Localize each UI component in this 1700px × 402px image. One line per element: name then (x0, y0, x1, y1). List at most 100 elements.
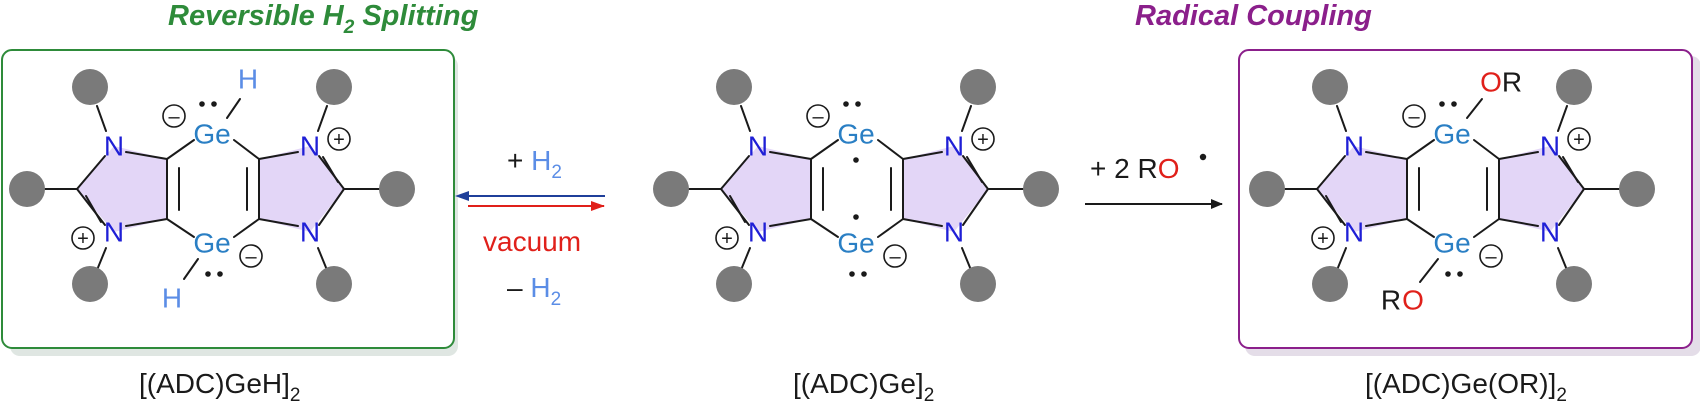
ball-left-c2 (9, 171, 45, 207)
charge-minus-top (1402, 104, 1426, 128)
bond-n-methyl-left-bottom (1336, 247, 1347, 271)
imidazolium-ring-left (1317, 146, 1407, 232)
bond-n-methyl-right-top (961, 105, 972, 132)
bond-c-n-left-bottom (125, 218, 168, 227)
ball-left-bottom (72, 266, 108, 302)
bond-n-methyl-right-top (317, 105, 328, 132)
bond-ge-h-top (226, 98, 241, 119)
lone-pair-bottom-2 (217, 271, 223, 277)
atom-n-left-top: N (1344, 131, 1364, 162)
lone-pair-top-2 (855, 101, 861, 107)
atom-r-top: R (1502, 67, 1522, 98)
bond-c-n-right-bottom (1498, 218, 1539, 227)
atom-n-right-bottom: N (300, 217, 320, 248)
charge-plus-left-sign: + (721, 228, 733, 250)
lone-pair-bottom-2 (861, 271, 867, 277)
atom-ge-top: Ge (1433, 119, 1470, 150)
bond-ge-o-top (1466, 98, 1483, 119)
bond-c2-n-left-top (76, 155, 106, 190)
atom-h-bottom: H (162, 283, 182, 314)
atom-n-right-top: N (300, 131, 320, 162)
bond-n-c-left-top (769, 151, 812, 160)
charge-plus-left (71, 226, 95, 250)
charge-minus-top-sign: – (1408, 106, 1420, 128)
bond-n-methyl-right-top (1557, 105, 1568, 132)
bond-c-n-right-bottom (258, 218, 299, 227)
ball-left-top (1312, 69, 1348, 105)
label-plus-2-ro-radical: + 2 RO (1090, 153, 1179, 184)
atom-o-top: O (1480, 67, 1502, 98)
lone-pair-top-2 (1451, 101, 1457, 107)
bond-n-c2-left-double (729, 195, 746, 223)
imidazolium-ring-left (77, 146, 167, 232)
title-reversible-h2-splitting: Reversible H2 Splitting (168, 0, 479, 38)
bond-ge-c-right-top (233, 139, 260, 160)
ball-right-c2 (1023, 171, 1059, 207)
charge-plus-left (1311, 226, 1335, 250)
bond-n-c2-right-double (966, 156, 983, 183)
atom-ge-bottom: Ge (1433, 228, 1470, 259)
charge-plus-left-sign: + (77, 228, 89, 250)
atom-n-left-top: N (748, 131, 768, 162)
bond-n-methyl-right-bottom (961, 247, 972, 271)
bond-c2-n-right-bottom (962, 188, 989, 226)
label-vacuum: vacuum (483, 226, 581, 257)
imidazolium-ring-right (903, 146, 988, 232)
lone-pair-top-1 (1439, 101, 1445, 107)
charge-minus-bottom (1479, 244, 1503, 268)
atom-n-right-bottom: N (944, 217, 964, 248)
imidazolium-ring-right (259, 146, 344, 232)
atom-n-left-bottom: N (748, 217, 768, 248)
bond-ge-c-left-top (166, 139, 195, 160)
radical-dot-bottom (853, 214, 859, 220)
bond-ge-c-right-top (1473, 139, 1500, 160)
bond-c-n-left-bottom (1365, 218, 1408, 227)
bond-n-methyl-left-bottom (96, 247, 107, 271)
bond-n-c2-right-double (1562, 156, 1579, 183)
bond-c2-n-left-top (720, 155, 750, 190)
bond-n-methyl-left-top (1336, 105, 1347, 132)
charge-minus-bottom-sign: – (1485, 246, 1497, 268)
charge-plus-right (1567, 127, 1591, 151)
atom-n-right-top: N (1540, 131, 1560, 162)
bond-ge-h-bottom (183, 258, 199, 280)
bond-n-c-left-top (125, 151, 168, 160)
atom-n-left-top: N (104, 131, 124, 162)
charge-minus-top (162, 104, 186, 128)
atom-ge-top: Ge (193, 119, 230, 150)
bond-ge-c-left-bottom (1406, 218, 1435, 238)
charge-minus-bottom (883, 244, 907, 268)
ball-right-bottom (316, 266, 352, 302)
charge-minus-bottom-sign: – (889, 246, 901, 268)
bond-n-methyl-left-top (96, 105, 107, 132)
bond-c2-n-right-bottom (318, 188, 345, 226)
title-radical-coupling: Radical Coupling (1135, 0, 1372, 32)
ball-right-bottom (960, 266, 996, 302)
bond-ge-o-bottom (1419, 258, 1439, 283)
bond-ge-c-right-bottom (877, 218, 904, 238)
atom-r-bottom: R (1381, 285, 1401, 316)
bond-ge-c-right-bottom (233, 218, 260, 238)
bond-c2-n-right-bottom (1558, 188, 1585, 226)
ball-left-c2 (653, 171, 689, 207)
lone-pair-top-2 (211, 101, 217, 107)
imidazolium-ring-left (721, 146, 811, 232)
bond-n-methyl-left-bottom (740, 247, 751, 271)
charge-plus-right-sign: + (333, 129, 345, 151)
lone-pair-bottom-1 (205, 271, 211, 277)
ball-right-c2 (379, 171, 415, 207)
bond-n-c-right-top (902, 151, 943, 160)
label-germylene-compound: [(ADC)Ge]2 (793, 368, 934, 402)
ball-left-top (72, 69, 108, 105)
ball-left-bottom (1312, 266, 1348, 302)
ball-left-c2 (1249, 171, 1285, 207)
charge-plus-right (971, 127, 995, 151)
atom-ge-bottom: Ge (193, 228, 230, 259)
charge-minus-bottom-sign: – (245, 246, 257, 268)
bond-c-n-right-bottom (902, 218, 943, 227)
imidazolium-ring-right (1499, 146, 1584, 232)
bond-n-c-right-top (1498, 151, 1539, 160)
